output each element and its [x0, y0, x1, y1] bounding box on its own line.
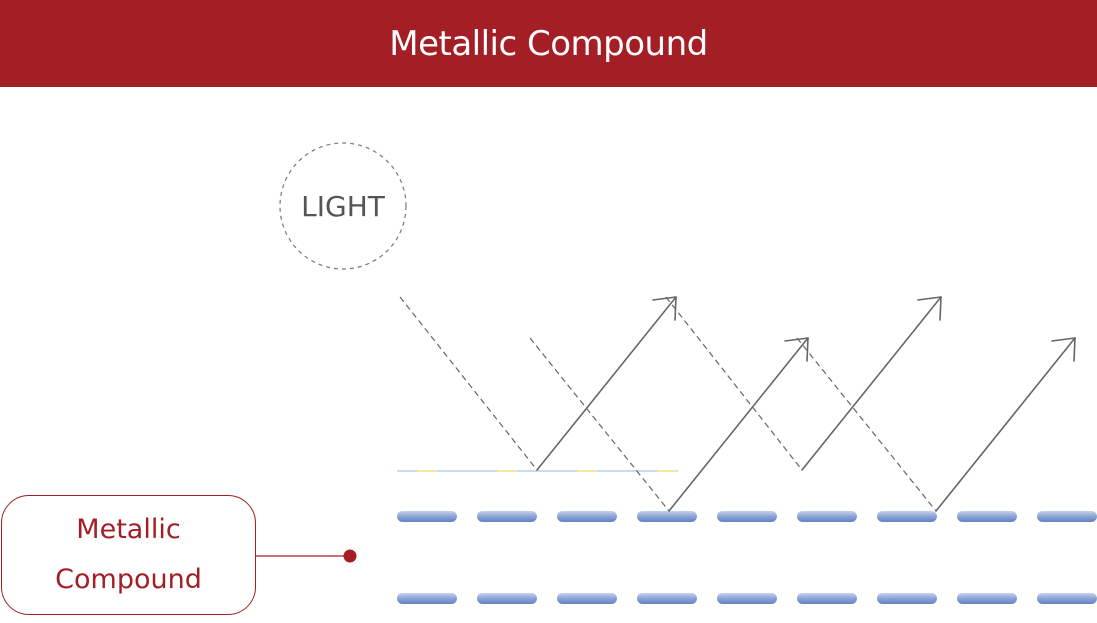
- lattice-dash: [397, 593, 457, 604]
- material-label-line2: Compound: [55, 564, 202, 595]
- incident-ray: [399, 296, 538, 471]
- lattice-dash: [1037, 593, 1097, 604]
- reflected-rays: [536, 296, 1076, 512]
- light-label-text: LIGHT: [301, 189, 385, 223]
- lattice-dash: [877, 593, 937, 604]
- lattice-dash: [1037, 511, 1097, 522]
- arrow-head-icon: [917, 296, 942, 321]
- incident-ray: [665, 296, 803, 471]
- lattice-dash: [477, 593, 537, 604]
- lattice-dash: [397, 511, 457, 522]
- reflected-ray: [801, 296, 942, 471]
- incident-rays: [399, 296, 937, 512]
- arrow-head-icon: [1051, 337, 1076, 362]
- lattice-dash: [797, 511, 857, 522]
- lattice-dash: [957, 511, 1017, 522]
- lattice-dash: [797, 593, 857, 604]
- lattice-dash: [717, 593, 777, 604]
- reflected-ray: [536, 296, 677, 471]
- light-source-circle: [279, 142, 407, 270]
- lattice-dash: [957, 593, 1017, 604]
- material-label-text: Metallic Compound: [55, 505, 202, 605]
- arrow-head-icon: [652, 296, 677, 321]
- reflected-ray: [668, 337, 809, 512]
- reflected-ray: [935, 337, 1076, 512]
- incident-ray: [796, 337, 937, 512]
- lattice-row-bottom: [397, 593, 1097, 604]
- lattice-dash: [557, 593, 617, 604]
- lattice-dash: [717, 511, 777, 522]
- lattice-dash: [637, 511, 697, 522]
- light-label: LIGHT: [279, 143, 407, 269]
- page-title: Metallic Compound: [389, 23, 708, 64]
- label-pointer-dot: [343, 549, 357, 563]
- material-label-line1: Metallic: [76, 514, 181, 545]
- material-label-box: Metallic Compound: [1, 495, 256, 615]
- incident-ray: [529, 337, 670, 512]
- header-bar: Metallic Compound: [0, 0, 1097, 87]
- lattice-dash: [557, 511, 617, 522]
- lattice-dash: [477, 511, 537, 522]
- arrow-head-icon: [784, 337, 809, 362]
- lattice-dash: [637, 593, 697, 604]
- lattice-dash: [877, 511, 937, 522]
- lattice-row-top: [397, 511, 1097, 522]
